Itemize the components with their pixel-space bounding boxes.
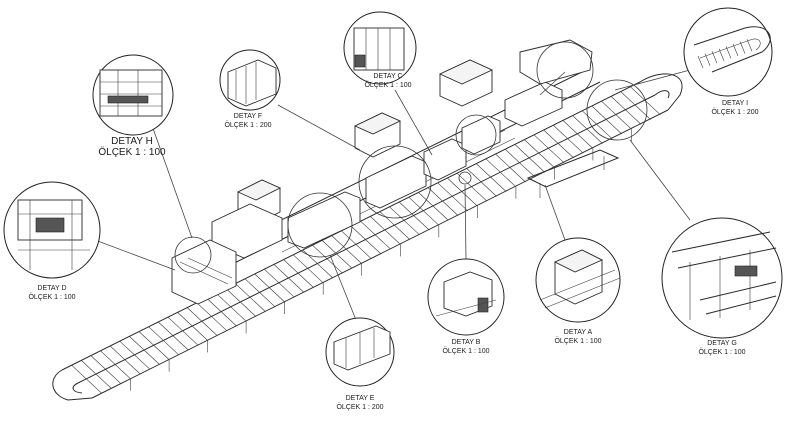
detail-name: DETAY B: [452, 339, 481, 346]
detail-name: DETAY D: [37, 285, 66, 292]
detail-name: DETAY I: [722, 100, 748, 107]
label-detay-g: DETAY G ÖLÇEK 1 : 100: [698, 340, 745, 356]
detail-scale: ÖLÇEK 1 : 100: [554, 337, 601, 345]
detail-bubble-a: [535, 237, 621, 323]
detail-scale: ÖLÇEK 1 : 100: [28, 293, 75, 301]
detail-scale: ÖLÇEK 1 : 100: [442, 347, 489, 355]
detail-scale: ÖLÇEK 1 : 200: [224, 121, 271, 129]
label-detay-b: DETAY B ÖLÇEK 1 : 100: [442, 339, 489, 355]
label-detay-c: DETAY C ÖLÇEK 1 : 100: [364, 73, 411, 89]
detail-name: DETAY F: [234, 113, 262, 120]
detail-name: DETAY H: [111, 136, 153, 147]
label-detay-d: DETAY D ÖLÇEK 1 : 100: [28, 285, 75, 301]
detail-bubble-e: [325, 317, 395, 387]
leader-lines: [94, 69, 691, 331]
back-process-line: [171, 39, 620, 305]
detail-name: DETAY C: [373, 73, 402, 80]
detail-name: DETAY G: [707, 340, 737, 347]
detail-bubble-f: [219, 49, 281, 111]
label-detay-i: DETAY I ÖLÇEK 1 : 200: [711, 100, 758, 116]
detail-bubble-h: [92, 54, 174, 136]
detail-bubble-c: [343, 11, 417, 85]
detail-bubble-d: [3, 181, 101, 279]
label-detay-f: DETAY F ÖLÇEK 1 : 200: [224, 113, 271, 129]
detail-name: DETAY E: [346, 395, 375, 402]
detail-bubble-g: [661, 217, 783, 339]
detail-scale: ÖLÇEK 1 : 200: [711, 108, 758, 116]
detail-scale: ÖLÇEK 1 : 200: [336, 403, 383, 411]
detail-scale: ÖLÇEK 1 : 100: [98, 146, 166, 158]
label-detay-e: DETAY E ÖLÇEK 1 : 200: [336, 395, 383, 411]
detail-bubble-i: [683, 7, 773, 97]
label-detay-h: DETAY H ÖLÇEK 1 : 100: [98, 136, 166, 158]
detail-name: DETAY A: [564, 329, 593, 336]
detail-scale: ÖLÇEK 1 : 100: [698, 348, 745, 356]
detail-bubble-b: [427, 258, 505, 336]
detail-scale: ÖLÇEK 1 : 100: [364, 81, 411, 89]
front-conveyor: [52, 73, 683, 401]
label-detay-a: DETAY A ÖLÇEK 1 : 100: [554, 329, 601, 345]
detail-markers: [174, 41, 648, 274]
